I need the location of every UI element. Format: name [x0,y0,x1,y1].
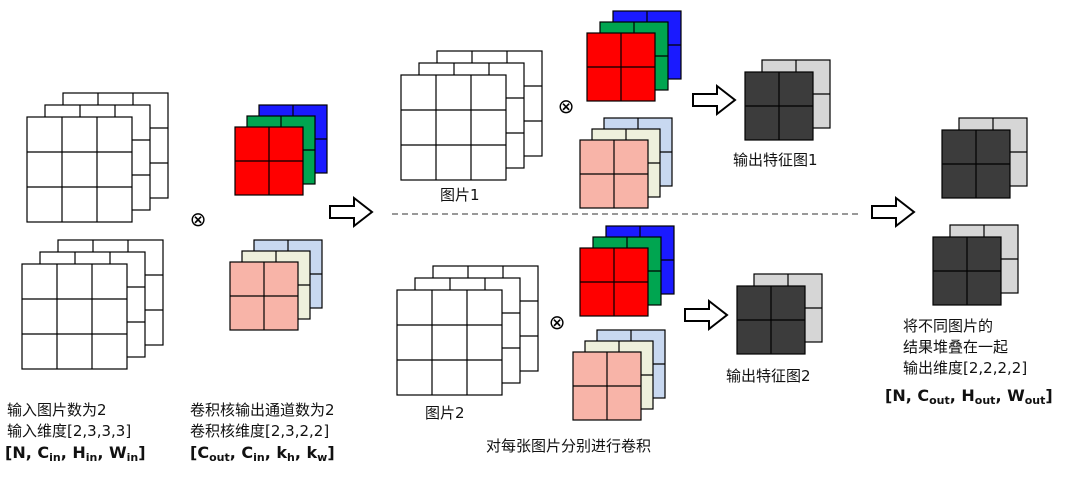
stack-line2-label: 结果堆叠在一起 [903,338,1009,356]
input-image-2-layer-0 [21,263,128,370]
arrow-right-icon [329,195,374,229]
arrow-right-icon [684,298,729,332]
output-shape-label: [N, Cout, Hout, Wout] [885,386,1053,407]
input-shape-label: [N, Cin, Hin, Win] [5,443,146,464]
convolution-operator-icon: ⊗ [549,310,566,334]
image2-layer-0 [396,289,503,396]
kernel-shape-label: [Cout, Cin, kh, kw] [190,443,335,464]
image2-label: 图片2 [425,404,465,422]
feature-map2-label: 输出特征图2 [726,367,811,385]
feature-map1-label: 输出特征图1 [733,151,818,169]
image1-layer-0 [400,74,507,181]
per-image-conv-label: 对每张图片分别进行卷积 [486,437,652,455]
input-dims-label: 输入维度[2,3,3,3] [7,422,132,440]
kernel-channels-label: 卷积核输出通道数为2 [190,401,335,419]
input-image-1-layer-0 [26,116,133,223]
arrow-right-icon [871,195,916,229]
image1-label: 图片1 [440,186,480,204]
input-count-label: 输入图片数为2 [7,401,107,419]
output-dims-label: 输出维度[2,2,2,2] [903,359,1028,377]
arrow-right-icon [692,83,737,117]
stack-line1-label: 将不同图片的 [903,317,994,335]
convolution-operator-icon: ⊗ [558,94,575,118]
convolution-operator-icon: ⊗ [190,207,207,231]
kernel-dims-label: 卷积核维度[2,3,2,2] [190,422,330,440]
